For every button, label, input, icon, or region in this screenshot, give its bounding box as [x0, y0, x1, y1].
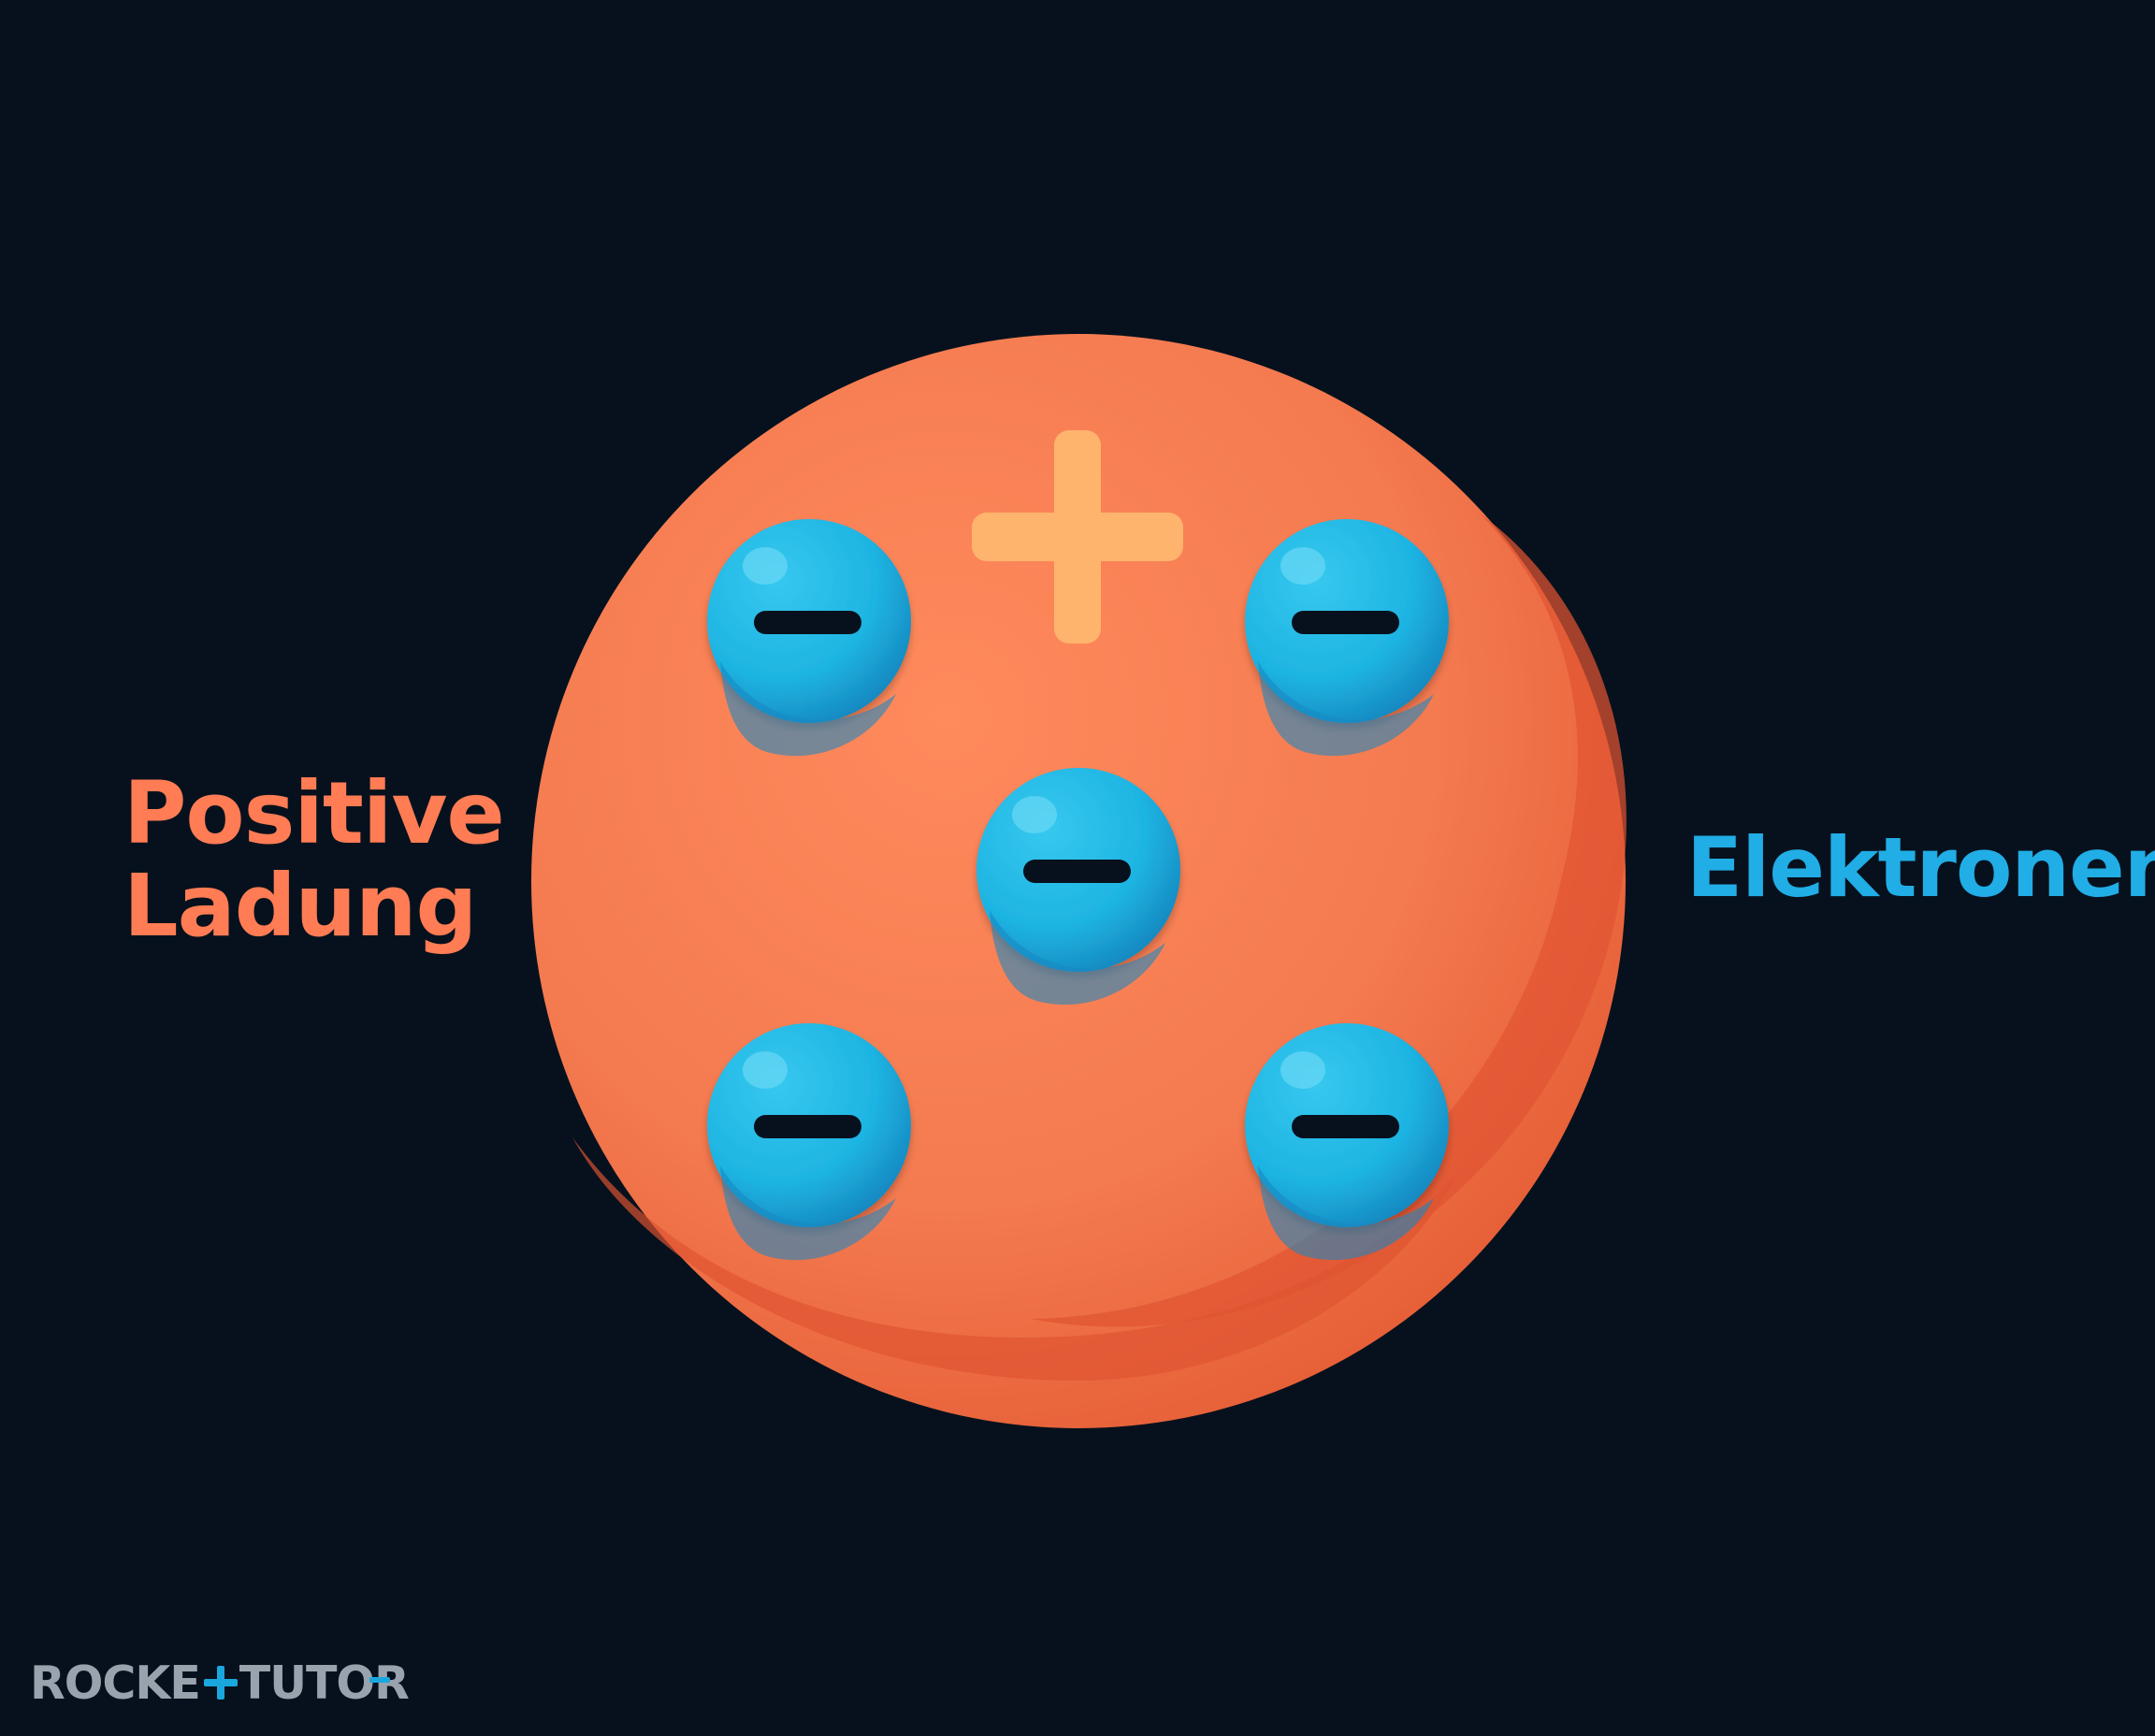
- positive-charge-label: Positive Ladung: [123, 763, 505, 957]
- brand-prefix: ROCKE: [30, 1656, 201, 1710]
- brand-suffix: R: [369, 1656, 410, 1710]
- minus-icon: [754, 611, 861, 634]
- brand-middle: TUTO: [239, 1656, 375, 1710]
- minus-icon: [1292, 611, 1399, 634]
- minus-icon: [1023, 860, 1131, 883]
- minus-icon: [1292, 1115, 1399, 1138]
- plus-icon: [972, 430, 1183, 644]
- electron-center: [976, 768, 1180, 1005]
- brand-logo: ROCKE TUTO R: [30, 1656, 410, 1710]
- brand-plus-icon: [202, 1662, 238, 1703]
- minus-icon: [754, 1115, 861, 1138]
- electron-top-left: [707, 519, 911, 757]
- electrons-label: Elektronen: [1686, 819, 2155, 916]
- electron-bottom-right: [1245, 1023, 1449, 1261]
- electron-top-right: [1245, 519, 1449, 757]
- electron-bottom-left: [707, 1023, 911, 1261]
